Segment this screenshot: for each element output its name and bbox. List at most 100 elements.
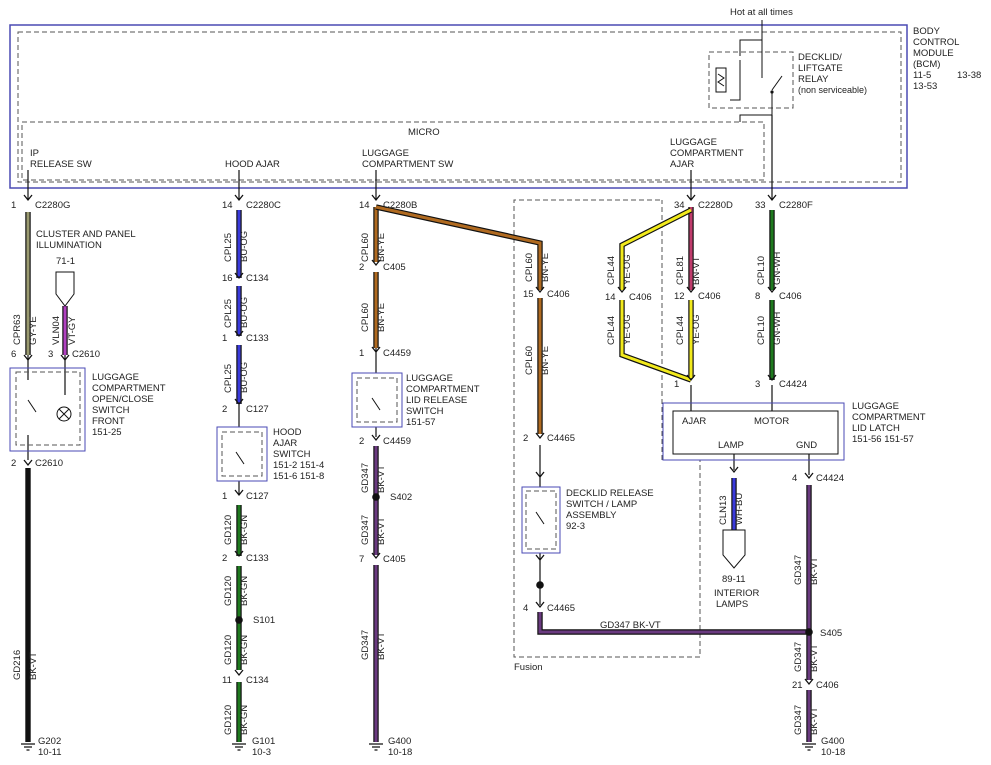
ajar-label-2: COMPARTMENT xyxy=(670,148,744,159)
decklid-label-3: ASSEMBLY xyxy=(566,510,617,521)
arrow-decklid-4 xyxy=(535,601,545,609)
connector-pin-c14: 2 xyxy=(359,436,364,447)
hood-switch-icon xyxy=(235,451,245,465)
arrow-lcsw-3 xyxy=(371,434,381,442)
connector-name-c15: C405 xyxy=(383,554,406,565)
arrow-c2280g xyxy=(23,194,33,202)
wire-circuit-w14: GD347 xyxy=(360,515,371,545)
latch-gnd: GND xyxy=(796,440,817,451)
connector-name-c13: C4459 xyxy=(383,348,411,359)
connector-name-c24: C4424 xyxy=(816,473,844,484)
wire-circuit-w19: CPL44 xyxy=(606,316,617,345)
connector-pin-c8: 2 xyxy=(222,404,227,415)
micro-box xyxy=(21,121,765,181)
lcs-front-label-2: COMPARTMENT xyxy=(92,383,166,394)
wire-circuit-w5: CPL25 xyxy=(223,299,234,328)
ajar-label-1: LUGGAGE xyxy=(670,137,717,148)
wire-circuit-w26: GD347 xyxy=(793,642,804,672)
wire-circuit-w7: GD120 xyxy=(223,515,234,545)
hood-switch-box xyxy=(216,426,268,482)
wire-cpl44-b xyxy=(620,300,692,382)
interior-label-1: 89-11 xyxy=(722,574,746,585)
arrow-hood-6 xyxy=(234,669,244,677)
ground-name-g400b: G400 xyxy=(821,736,844,747)
decklid-switch-inner xyxy=(525,490,557,550)
lid-release-label-3: LID RELEASE xyxy=(406,395,467,406)
connector-name-c27: C2610 xyxy=(72,349,100,360)
bcm-title-1: BODY xyxy=(913,26,941,37)
arrow-ajar-1 xyxy=(686,286,696,294)
wire-color-w4: BU-OG xyxy=(239,231,250,262)
wire-color-w12: BN-YE xyxy=(376,303,387,332)
connector-pin-c7: 1 xyxy=(222,333,227,344)
lcs-front-label-3: OPEN/CLOSE xyxy=(92,394,154,405)
relay-feed xyxy=(739,39,763,78)
connector-pin-c18: 4 xyxy=(523,603,528,614)
latch-motor: MOTOR xyxy=(754,416,789,427)
lcsw-label-2: COMPARTMENT SW xyxy=(362,159,453,170)
lcs-front-switch-icon xyxy=(27,399,37,413)
bcm-module-box xyxy=(9,24,908,189)
fusion-label: Fusion xyxy=(514,662,543,673)
wire-circuit-w8: GD120 xyxy=(223,576,234,606)
connector-name-c2: C2280C xyxy=(246,200,281,211)
relay-label-1: DECKLID/ xyxy=(798,52,842,63)
wire-color-w21: YE-OG xyxy=(691,314,702,345)
wire-cpl60-diag xyxy=(375,205,542,290)
ground-g202-icon xyxy=(21,743,35,751)
hood-switch-label-3: SWITCH xyxy=(273,449,311,460)
connector-name-c1: C2280G xyxy=(35,200,70,211)
connector-pin-c26: 6 xyxy=(11,349,16,360)
hood-switch-label-1: HOOD xyxy=(273,427,302,438)
arrow-hood-1 xyxy=(234,272,244,280)
wire-circuit-w12: CPL60 xyxy=(360,303,371,332)
wire-circuit-w22: CPL10 xyxy=(756,256,767,285)
wire-gd347-horiz-outline xyxy=(537,612,809,635)
interior-label-2: INTERIOR xyxy=(714,588,760,599)
wire-circuit-w20: CPL81 xyxy=(675,256,686,285)
connector-name-c7: C133 xyxy=(246,333,269,344)
arrow-motor-2 xyxy=(767,374,777,382)
hood-switch-label-4: 151-2 151-4 xyxy=(273,460,324,471)
relay-label-3: RELAY xyxy=(798,74,829,85)
lid-release-label-1: LUGGAGE xyxy=(406,373,453,384)
splice-s402-dot xyxy=(372,493,380,501)
interior-label-3: LAMPS xyxy=(716,599,748,610)
connector-name-c4: C2280D xyxy=(698,200,733,211)
connector-pin-c3: 14 xyxy=(359,200,370,211)
ground-ref-g101: 10-3 xyxy=(252,747,271,758)
cluster-arrow-icon xyxy=(55,271,75,307)
arrow-ajar-0 xyxy=(686,194,696,202)
decklid-label-2: SWITCH / LAMP xyxy=(566,499,637,510)
lid-release-label-4: SWITCH xyxy=(406,406,444,417)
latch-ajar: AJAR xyxy=(682,416,706,427)
wire-cpl44-a xyxy=(620,208,692,290)
ground-ref-g400a: 10-18 xyxy=(388,747,412,758)
lid-release-switch-icon xyxy=(371,397,381,411)
bcm-inner-dashed xyxy=(17,31,902,183)
wire-circuit-w18: CPL44 xyxy=(606,256,617,285)
ground-ref-g400b: 10-18 xyxy=(821,747,845,758)
lid-release-label-5: 151-57 xyxy=(406,417,436,428)
wire-circuit-w1: CPR63 xyxy=(12,314,23,345)
lcs-front-inner xyxy=(15,371,81,446)
connector-name-c18: C4465 xyxy=(547,603,575,614)
arrow-hood-5 xyxy=(234,550,244,558)
decklid-switch-box xyxy=(521,486,561,554)
wire-gd347-horiz xyxy=(538,612,809,634)
wire-color-w17: BN-YE xyxy=(540,346,551,375)
latch-inner xyxy=(672,410,839,455)
connector-pin-c25: 21 xyxy=(792,680,803,691)
arrow-gnd-1 xyxy=(804,472,814,480)
wire-color-w1: GY-YE xyxy=(28,316,39,345)
connector-name-c28: C2610 xyxy=(35,458,63,469)
wire-circuit-w23: CPL10 xyxy=(756,316,767,345)
lid-release-inner xyxy=(356,377,398,423)
ip-label-2: RELEASE SW xyxy=(30,159,92,170)
arrow-c2610a xyxy=(60,354,70,362)
splice-s402-label: S402 xyxy=(390,492,412,503)
connector-pin-c16: 15 xyxy=(523,289,534,300)
connector-name-c17: C4465 xyxy=(547,433,575,444)
latch-label-4: 151-56 151-57 xyxy=(852,434,914,445)
lcs-front-lamp-cross xyxy=(58,408,70,420)
